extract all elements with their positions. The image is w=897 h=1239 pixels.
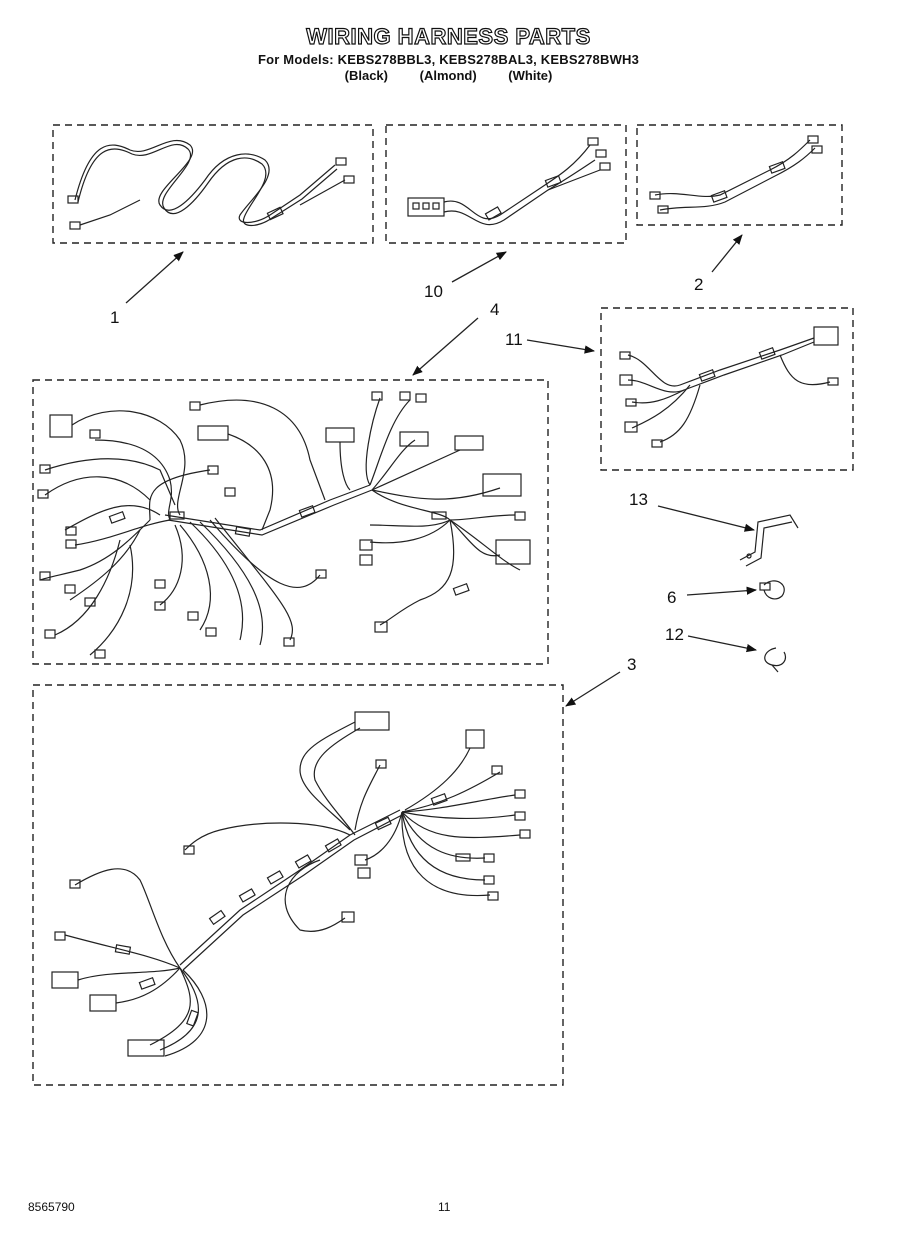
harness-part-10 <box>407 137 611 226</box>
callout-3: 3 <box>627 655 636 674</box>
callout-13: 13 <box>629 490 648 509</box>
page-number: 11 <box>438 1200 451 1214</box>
callout-2: 2 <box>694 275 703 294</box>
callout-6: 6 <box>667 588 676 607</box>
clip-part-6 <box>759 580 785 600</box>
harness-part-2 <box>649 135 823 214</box>
group-boxes <box>32 124 854 1086</box>
box-part-11 <box>600 307 854 471</box>
harness-part-4 <box>37 391 531 659</box>
box-part-2 <box>636 124 843 226</box>
box-part-10 <box>385 124 627 244</box>
page-title: WIRING HARNESS PARTS <box>306 23 591 49</box>
callout-11: 11 <box>505 330 523 349</box>
box-part-4 <box>32 379 549 665</box>
variant-black: (Black) <box>344 68 388 83</box>
box-part-3 <box>32 684 564 1086</box>
variant-almond: (Almond) <box>419 68 477 83</box>
harness-part-11 <box>619 326 839 448</box>
callout-1: 1 <box>110 308 119 327</box>
callout-arrows <box>125 234 758 707</box>
document-number: 8565790 <box>28 1200 75 1214</box>
harness-part-1 <box>67 139 355 230</box>
callout-labels: 1 10 2 4 11 13 6 12 3 <box>110 275 703 674</box>
callout-12: 12 <box>665 625 684 644</box>
box-part-1 <box>52 124 374 244</box>
tie-part-12 <box>764 647 787 673</box>
page-header: WIRING HARNESS PARTS For Models: KEBS278… <box>0 23 897 83</box>
color-variants: (Black) (Almond) (White) <box>0 68 897 83</box>
callout-4: 4 <box>490 300 499 319</box>
harness-part-3 <box>51 711 531 1057</box>
clip-part-13 <box>739 514 799 567</box>
callout-10: 10 <box>424 282 443 301</box>
models-line: For Models: KEBS278BBL3, KEBS278BAL3, KE… <box>257 52 640 67</box>
variant-white: (White) <box>508 68 553 83</box>
